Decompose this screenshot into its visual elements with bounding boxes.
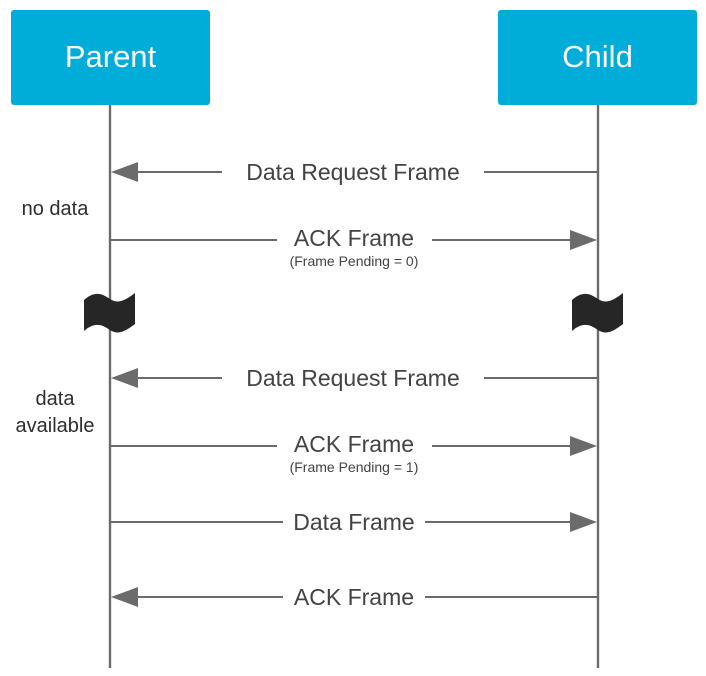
arrowhead-right-icon	[570, 512, 597, 532]
label-backdrop	[283, 583, 425, 611]
arrowhead-left-icon	[111, 162, 138, 182]
message-label: ACK Frame	[294, 431, 414, 457]
label-backdrop	[222, 158, 484, 186]
message-data-request-frame-2[interactable]: Data Request Frame	[111, 364, 598, 392]
message-sublabel: (Frame Pending = 0)	[290, 253, 419, 269]
arrowhead-right-icon	[570, 230, 597, 250]
label-backdrop	[222, 364, 484, 392]
break-symbol-child	[572, 293, 623, 333]
arrowhead-right-icon	[570, 436, 597, 456]
arrowhead-left-icon	[111, 368, 138, 388]
message-label: Data Request Frame	[246, 365, 459, 391]
arrowhead-left-icon	[111, 587, 138, 607]
message-label: ACK Frame	[294, 584, 414, 610]
label-backdrop	[277, 225, 432, 251]
note-data-available-line-2: available	[16, 415, 95, 437]
wavy-break-icon	[84, 293, 135, 333]
message-ack-frame-2[interactable]: ACK Frame (Frame Pending = 1)	[110, 431, 597, 475]
break-symbol-parent	[84, 293, 135, 333]
label-backdrop	[283, 508, 425, 536]
actor-parent-label: Parent	[65, 39, 157, 74]
message-sublabel: (Frame Pending = 1)	[290, 459, 419, 475]
message-data-frame[interactable]: Data Frame	[110, 508, 597, 536]
actor-child-label: Child	[562, 39, 633, 74]
actor-child-box[interactable]	[498, 10, 697, 105]
actor-parent-box[interactable]	[11, 10, 210, 105]
actor-child[interactable]: Child	[498, 10, 697, 105]
note-no-data: no data	[22, 198, 90, 220]
note-data-available-line-1: data	[36, 388, 76, 410]
message-ack-frame-3[interactable]: ACK Frame	[111, 583, 598, 611]
actor-parent[interactable]: Parent	[11, 10, 210, 105]
wavy-break-icon	[572, 293, 623, 333]
label-backdrop	[277, 431, 432, 457]
message-label: ACK Frame	[294, 225, 414, 251]
note-no-data-line-1: no data	[22, 198, 90, 220]
message-data-request-frame-1[interactable]: Data Request Frame	[111, 158, 598, 186]
message-label: Data Frame	[293, 509, 414, 535]
message-label: Data Request Frame	[246, 159, 459, 185]
message-ack-frame-1[interactable]: ACK Frame (Frame Pending = 0)	[110, 225, 597, 269]
note-data-available: data available	[16, 388, 95, 437]
